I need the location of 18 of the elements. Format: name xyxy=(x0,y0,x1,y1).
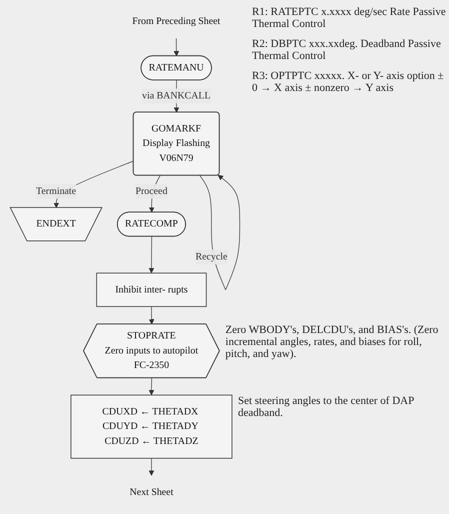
node-box: Inhibit inter- rupts xyxy=(96,272,207,307)
note-text: R3: OPTPTC xxxxx. X- or Y- axis option ± 0 → X axis ± nonzero → Y axis xyxy=(252,70,445,94)
note-text: R1: RATEPTC x.xxxx deg/sec Rate Passive Thermal Control xyxy=(252,6,447,30)
arrow xyxy=(148,378,154,396)
edge-label: via BANKCALL xyxy=(142,90,211,101)
arrow xyxy=(174,38,180,56)
note-text: R2: DBPTC xxx.xxdeg. Deadband Passive Thermal Control xyxy=(252,38,442,62)
edge-label: Recycle xyxy=(195,251,228,262)
node-text: From Preceding Sheet xyxy=(132,16,220,27)
annotation-text: Set steering angles to the center of DAP deadband. xyxy=(238,395,415,420)
arrow xyxy=(148,458,154,476)
arrow xyxy=(148,306,154,324)
node-box: CDUXD ← THETADX CDUYD ← THETADY CDUZD ← THETADZ xyxy=(70,394,232,459)
annotation-text: Zero WBODY's, DELCDU's, and BIAS's. (Zero incremental angles, rates, and biases for roll, pitch, and yaw). xyxy=(225,324,440,360)
edge-label: Terminate xyxy=(36,186,76,196)
edge-label: Proceed xyxy=(136,186,168,196)
arrow xyxy=(148,236,154,274)
node-text: Next Sheet xyxy=(130,486,174,498)
